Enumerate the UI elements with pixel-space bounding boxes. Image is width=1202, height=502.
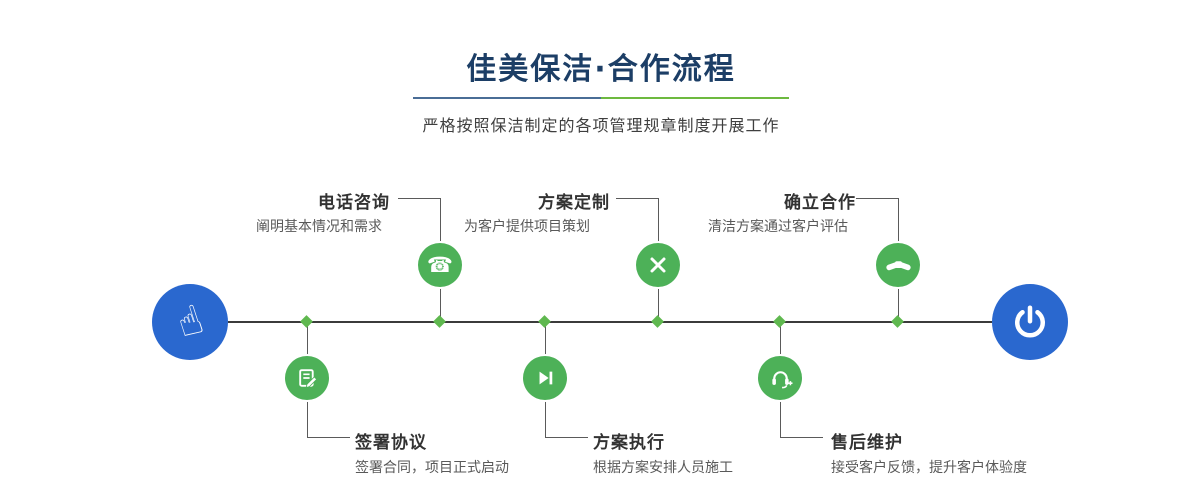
step-desc: 签署合同，项目正式启动: [355, 460, 509, 476]
headset-icon: [771, 370, 792, 388]
step-title: 电话咨询: [318, 193, 390, 213]
step-desc: 清洁方案通过客户评估: [708, 219, 848, 235]
timeline-diamond: [773, 315, 786, 328]
step-node-handshake: [876, 243, 920, 287]
connector-line: [545, 437, 588, 438]
connector-line: [307, 437, 350, 438]
step-node-phone: ☎: [418, 243, 462, 287]
end-circle: [992, 284, 1068, 360]
connector-line: [780, 437, 823, 438]
step-desc: 接受客户反馈，提升客户体验度: [831, 460, 1027, 476]
connector-line: [398, 198, 441, 199]
pointing-hand-icon: ☝: [171, 296, 209, 348]
timeline-diamond: [651, 315, 664, 328]
step-node-design: [636, 243, 680, 287]
timeline-diamond: [538, 315, 551, 328]
start-circle: ☝: [152, 284, 228, 360]
step-title: 签署协议: [355, 433, 427, 453]
connector-line: [616, 198, 659, 199]
step-title: 确立合作: [784, 193, 856, 213]
step-title: 方案定制: [538, 193, 610, 213]
execute-icon: [539, 371, 553, 385]
handshake-icon: [885, 260, 911, 270]
step-node-execute: [523, 356, 567, 400]
step-node-service: [758, 356, 802, 400]
step-desc: 根据方案安排人员施工: [593, 460, 733, 476]
divider-right-segment: [601, 97, 789, 99]
title-divider: [413, 97, 789, 99]
design-tools-icon: [650, 257, 666, 273]
timeline-diamond: [433, 315, 446, 328]
step-title: 售后维护: [831, 433, 903, 453]
timeline-line: [228, 321, 992, 323]
power-icon: [1015, 305, 1045, 338]
step-node-contract: [285, 356, 329, 400]
contract-icon: [298, 368, 317, 388]
step-title: 方案执行: [593, 433, 665, 453]
step-desc: 为客户提供项目策划: [464, 219, 590, 235]
divider-left-segment: [413, 97, 601, 99]
page-subtitle: 严格按照保洁制定的各项管理规章制度开展工作: [422, 116, 780, 135]
page-title: 佳美保洁·合作流程: [466, 52, 736, 87]
phone-icon: ☎: [426, 252, 454, 277]
step-desc: 阐明基本情况和需求: [256, 219, 382, 235]
timeline-diamond: [300, 315, 313, 328]
connector-line: [856, 198, 899, 199]
timeline-diamond: [891, 315, 904, 328]
